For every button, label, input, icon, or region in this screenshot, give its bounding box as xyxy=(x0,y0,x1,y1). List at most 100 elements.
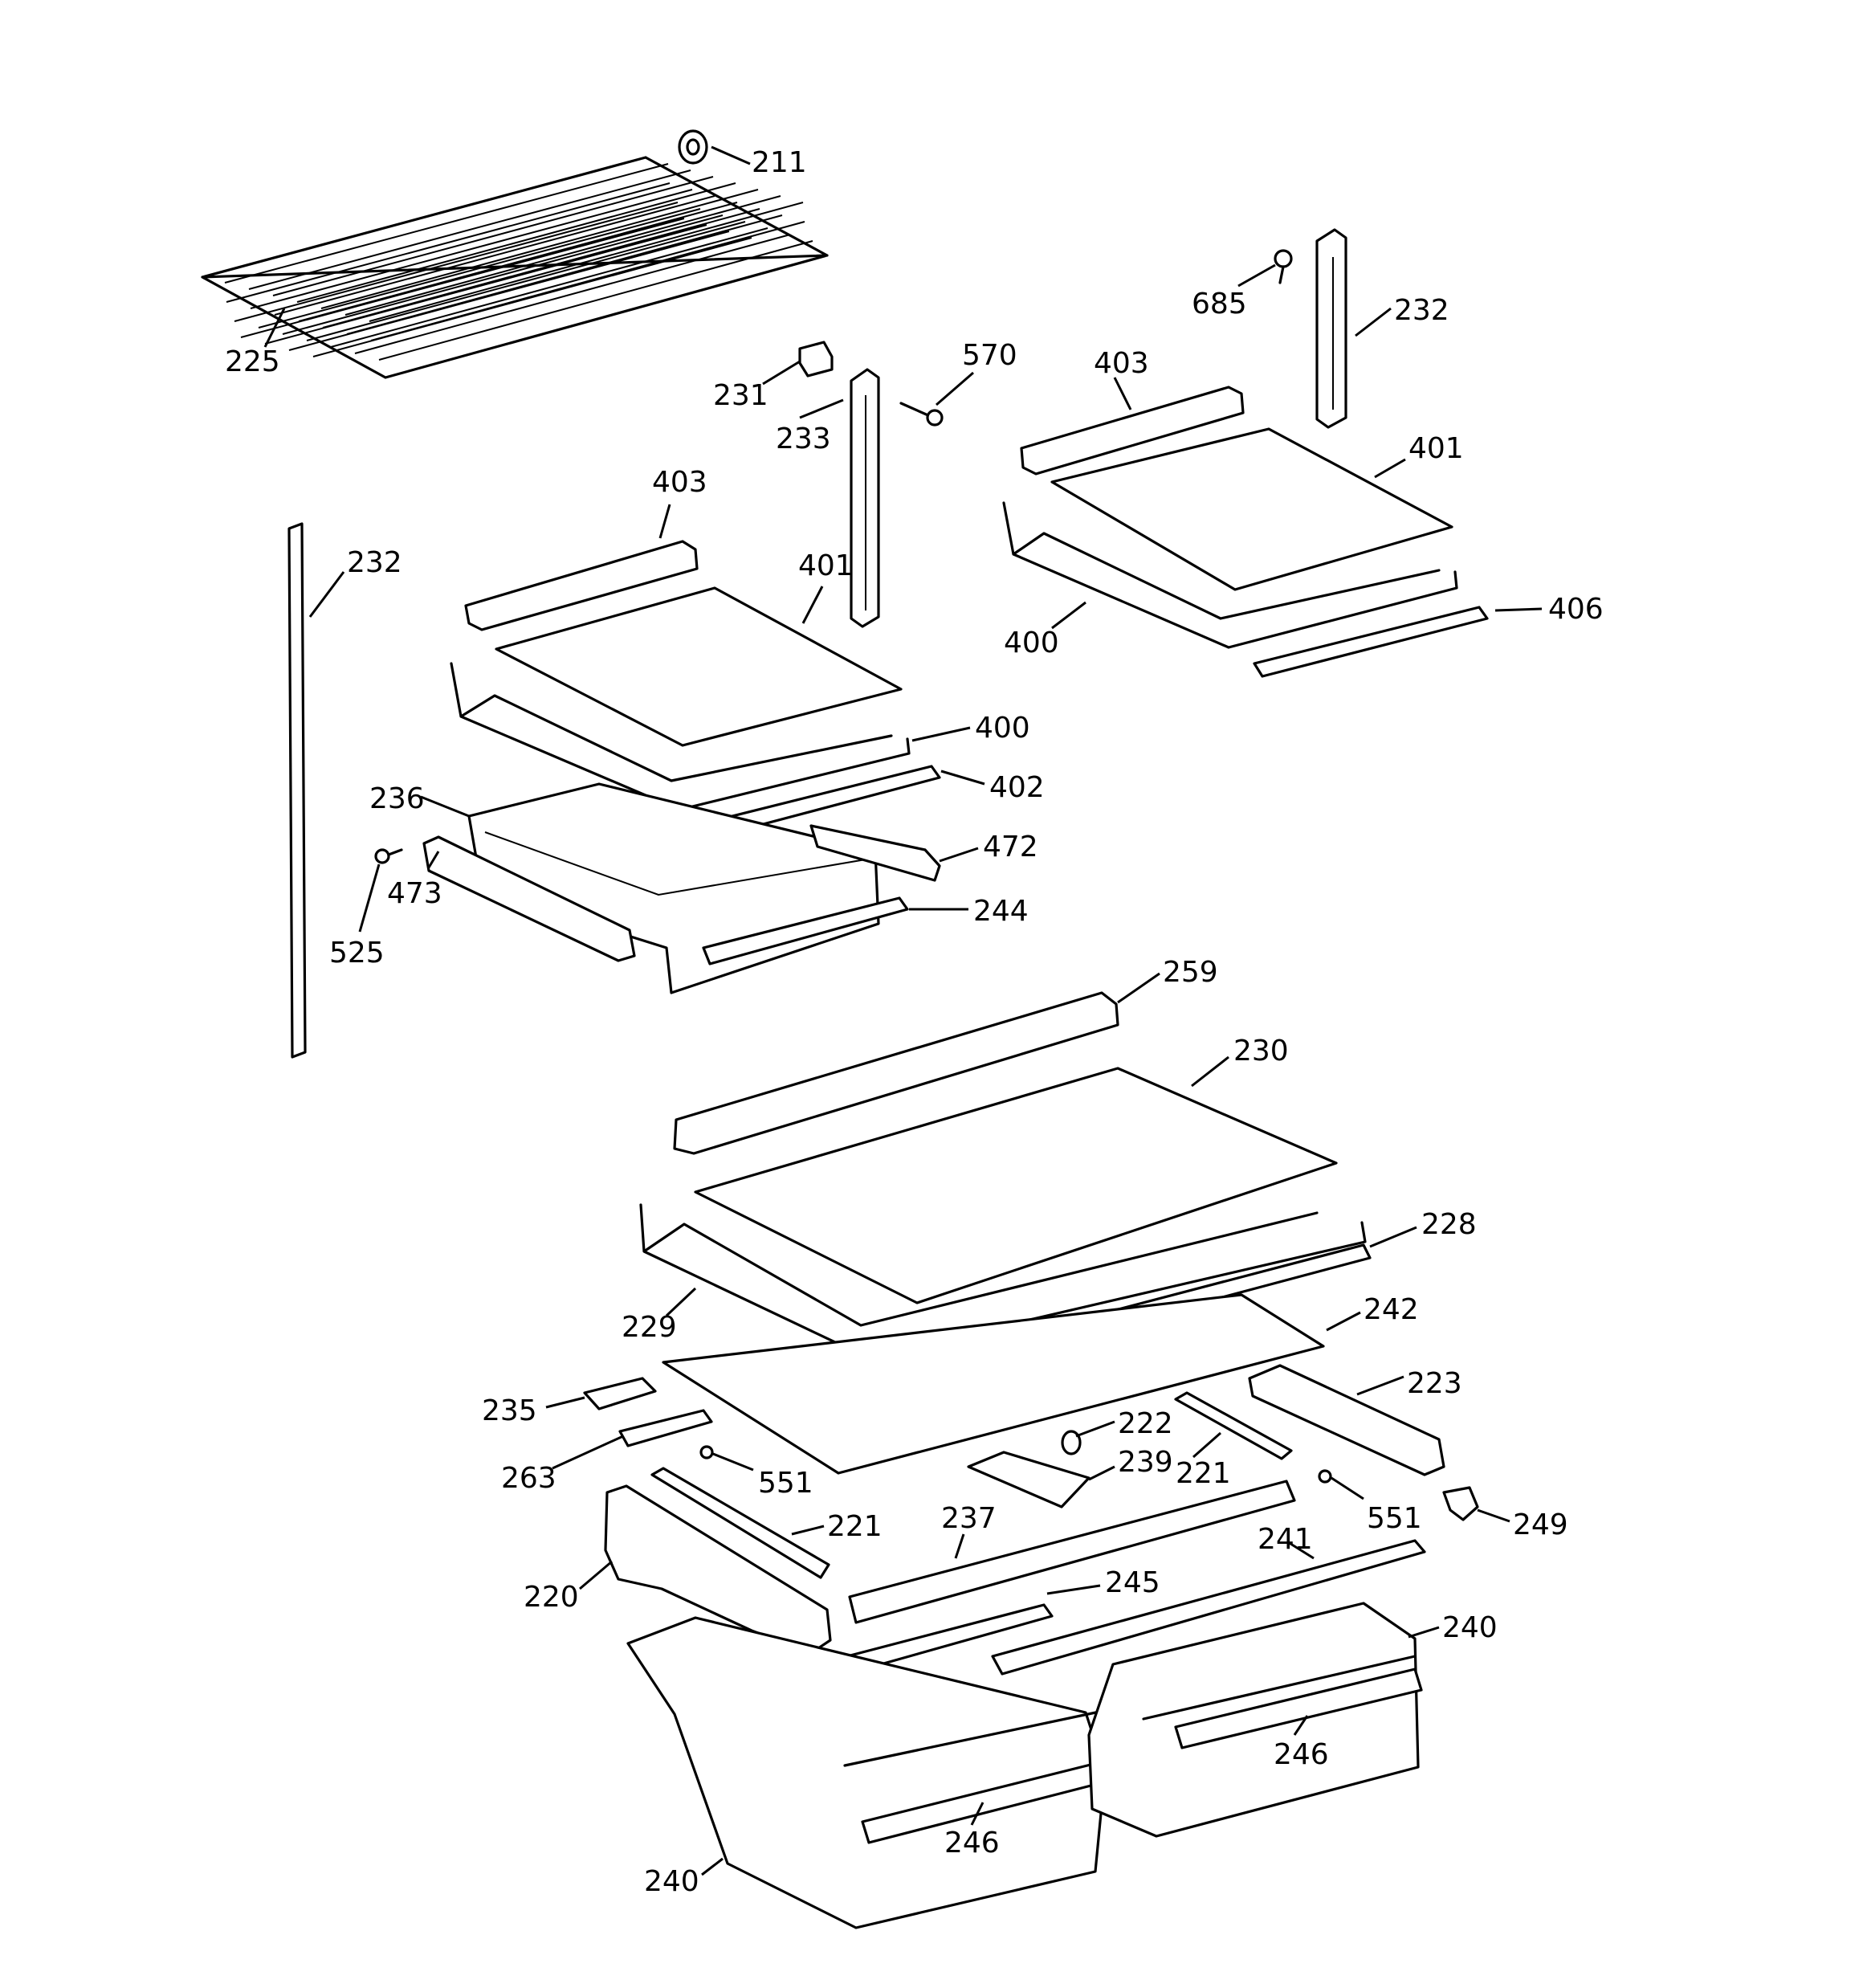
part-400-right-frame xyxy=(1002,501,1458,649)
part-244-trim xyxy=(702,896,909,965)
part-223-slide xyxy=(1248,1364,1445,1476)
callout-473: 473 xyxy=(387,877,442,910)
callout-240a: 240 xyxy=(1442,1611,1498,1644)
part-401-right-glass xyxy=(1050,427,1453,591)
callout-246b: 246 xyxy=(944,1827,1000,1859)
callout-400a: 400 xyxy=(1004,627,1059,659)
leader-240a xyxy=(1408,1626,1440,1639)
leader-220 xyxy=(579,1560,613,1590)
callout-249: 249 xyxy=(1513,1508,1568,1541)
callout-223: 223 xyxy=(1407,1367,1462,1400)
part-240-left-drawer xyxy=(626,1616,1107,1929)
part-551-screw-right xyxy=(1318,1469,1332,1484)
part-231-clip xyxy=(798,341,834,378)
leader-249 xyxy=(1477,1508,1510,1523)
leader-221a xyxy=(1192,1431,1221,1459)
leader-221b xyxy=(791,1525,825,1536)
callout-402: 402 xyxy=(989,771,1045,804)
part-221-rail-right xyxy=(1174,1391,1293,1460)
callout-233: 233 xyxy=(776,423,831,455)
leader-211 xyxy=(711,145,751,165)
callout-241: 241 xyxy=(1258,1523,1313,1556)
callout-229: 229 xyxy=(622,1311,677,1344)
callout-403a: 403 xyxy=(1094,347,1149,380)
leader-239 xyxy=(1088,1465,1115,1481)
part-232-left-upright xyxy=(287,522,307,1059)
leader-406 xyxy=(1494,607,1543,612)
leader-246b xyxy=(970,1802,984,1826)
leader-233 xyxy=(799,398,844,419)
part-403-left-trim xyxy=(464,540,699,631)
leader-236 xyxy=(420,795,470,818)
part-472-slide xyxy=(809,824,941,882)
part-263-bracket xyxy=(618,1409,713,1447)
callout-400b: 400 xyxy=(975,712,1030,745)
leader-245 xyxy=(1046,1584,1101,1595)
callout-239: 239 xyxy=(1118,1446,1173,1479)
leader-570 xyxy=(936,371,974,406)
callout-236: 236 xyxy=(369,782,425,815)
leader-222 xyxy=(1075,1420,1115,1438)
part-403-right-trim xyxy=(1020,386,1245,476)
callout-401a: 401 xyxy=(1408,432,1464,465)
callout-406: 406 xyxy=(1548,593,1604,626)
callout-240b: 240 xyxy=(644,1865,699,1898)
callout-259: 259 xyxy=(1163,956,1218,989)
leader-225 xyxy=(263,308,286,348)
callout-551a: 551 xyxy=(758,1467,813,1500)
callout-551b: 551 xyxy=(1367,1502,1422,1535)
leader-685 xyxy=(1237,263,1276,288)
callout-263: 263 xyxy=(501,1462,556,1495)
callout-220: 220 xyxy=(524,1581,579,1614)
leader-259 xyxy=(1117,972,1160,1004)
part-570-screw xyxy=(899,402,944,427)
leader-263 xyxy=(552,1435,624,1470)
callout-403b: 403 xyxy=(652,466,707,499)
leader-551a xyxy=(712,1452,754,1472)
part-406-right-strip xyxy=(1253,606,1489,678)
leader-232a xyxy=(1355,307,1392,337)
leader-242 xyxy=(1326,1311,1361,1332)
leader-400b xyxy=(911,726,971,742)
callout-228: 228 xyxy=(1421,1208,1477,1241)
leader-231 xyxy=(762,360,801,386)
callout-225: 225 xyxy=(225,345,280,378)
part-473-side-rail xyxy=(422,835,636,962)
part-222-roller xyxy=(1061,1430,1082,1455)
leader-403b xyxy=(658,504,671,539)
leader-401a xyxy=(1374,458,1406,479)
leader-223 xyxy=(1356,1375,1404,1396)
leader-400a xyxy=(1051,601,1086,630)
part-211-grommet xyxy=(678,129,708,165)
leader-241 xyxy=(1287,1541,1315,1560)
callout-685: 685 xyxy=(1192,288,1247,320)
callout-221a: 221 xyxy=(1176,1457,1231,1490)
callout-232a: 232 xyxy=(1394,294,1449,327)
leader-525 xyxy=(358,863,381,933)
callout-525: 525 xyxy=(329,937,385,970)
leader-401b xyxy=(801,586,824,624)
callout-245: 245 xyxy=(1105,1566,1160,1599)
callout-246a: 246 xyxy=(1274,1738,1329,1771)
part-685-screw xyxy=(1274,249,1293,284)
callout-235: 235 xyxy=(482,1394,537,1427)
leader-lines xyxy=(263,145,1543,1876)
leader-551b xyxy=(1331,1476,1364,1500)
leader-230 xyxy=(1191,1055,1229,1088)
callout-244: 244 xyxy=(973,895,1029,928)
part-525-screw xyxy=(374,848,403,864)
leader-472 xyxy=(939,847,979,863)
leader-235 xyxy=(545,1396,585,1409)
leader-246a xyxy=(1293,1715,1309,1736)
callout-401b: 401 xyxy=(798,549,854,582)
leader-229 xyxy=(665,1287,697,1317)
callout-211: 211 xyxy=(752,146,807,179)
callout-570: 570 xyxy=(962,339,1017,372)
callout-221b: 221 xyxy=(827,1510,883,1543)
part-242-glass xyxy=(662,1293,1325,1475)
part-221-rail-left xyxy=(650,1467,830,1579)
part-239-bracket xyxy=(967,1451,1090,1508)
part-237-cross-member xyxy=(848,1480,1296,1624)
callout-231: 231 xyxy=(713,379,768,412)
leader-237 xyxy=(954,1533,965,1559)
